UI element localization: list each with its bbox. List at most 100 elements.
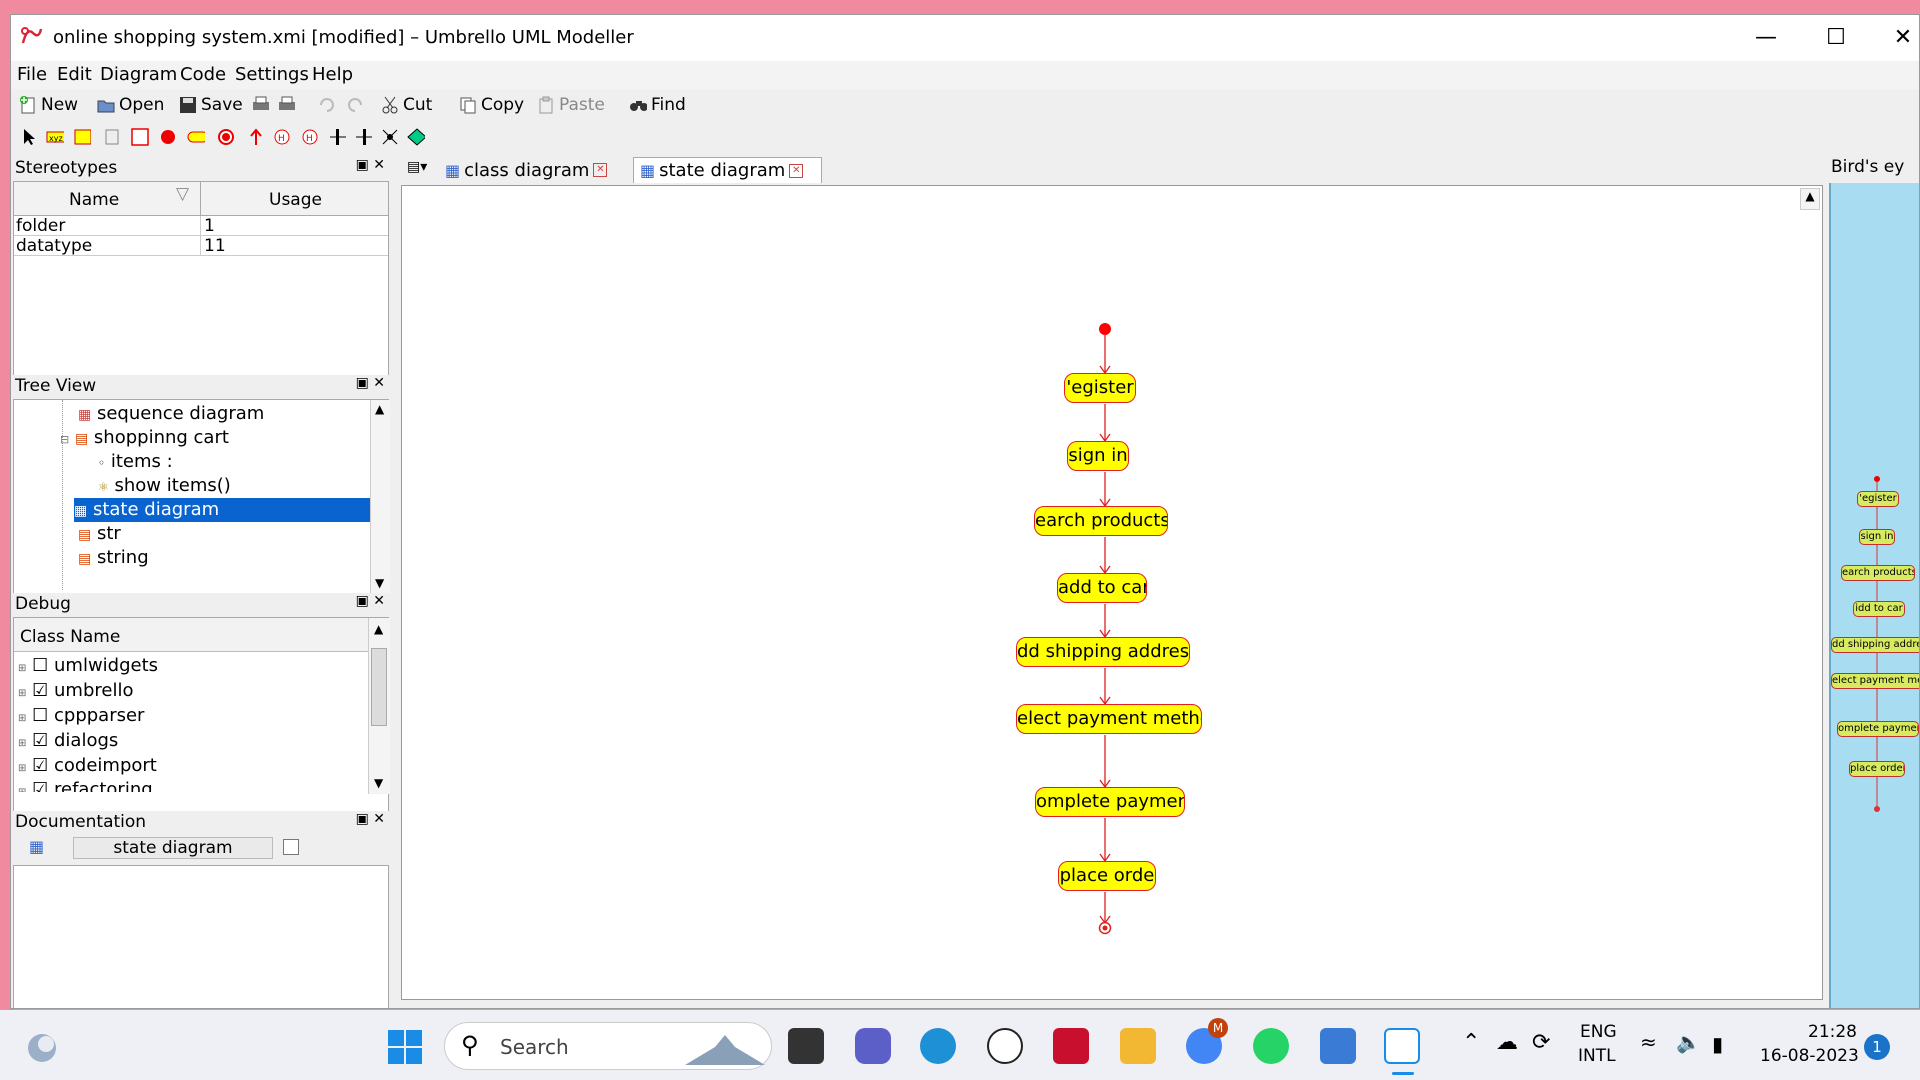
junction-icon[interactable] <box>381 128 399 146</box>
expand-icon[interactable]: ⊞ <box>18 787 26 792</box>
list-item[interactable]: ◦ items : <box>98 450 173 474</box>
photos-app-icon[interactable] <box>1320 1028 1356 1064</box>
chrome-icon[interactable]: M <box>1186 1018 1228 1064</box>
col-name-header[interactable]: Name <box>69 190 120 210</box>
new-button[interactable]: New <box>19 95 78 115</box>
checkbox-unchecked-icon[interactable]: ☐ <box>32 655 49 676</box>
state-icon[interactable] <box>187 128 205 146</box>
copy-button[interactable]: Copy <box>459 95 524 115</box>
onedrive-icon[interactable]: ☁ <box>1496 1030 1518 1055</box>
menu-settings[interactable]: Settings <box>235 64 309 85</box>
list-item[interactable]: ⊞ ☑ refactoring <box>18 778 153 792</box>
checkbox-checked-icon[interactable]: ☑ <box>32 680 49 701</box>
diagram-canvas[interactable]: ▲ 'egister sign in earch products add to… <box>401 185 1823 1000</box>
paste-button[interactable]: Paste <box>537 95 605 115</box>
dock-close-icon[interactable]: ▣ ✕ <box>355 811 385 827</box>
open-button[interactable]: Open <box>97 95 164 115</box>
tray-overflow-icon[interactable]: ⌃ <box>1462 1030 1481 1055</box>
list-item[interactable]: ▤ string <box>78 546 149 570</box>
col-usage-header[interactable]: Usage <box>269 190 322 210</box>
menu-file[interactable]: File <box>17 64 48 85</box>
anchor-icon[interactable] <box>103 128 121 146</box>
tree-scrollbar[interactable]: ▲ ▼ <box>370 400 390 594</box>
box-icon[interactable] <box>131 128 149 146</box>
umbrello-taskbar-icon[interactable] <box>1384 1028 1420 1064</box>
teams-chat-icon[interactable] <box>855 1028 891 1064</box>
collapse-icon[interactable]: ⊟ <box>60 433 70 446</box>
list-item[interactable]: ⊞ ☐ umlwidgets <box>18 654 158 678</box>
checkbox-unchecked-icon[interactable]: ☐ <box>32 705 49 726</box>
list-item[interactable]: ⚛ show items() <box>98 474 231 498</box>
scroll-down-icon[interactable]: ▼ <box>375 576 385 590</box>
clock-time[interactable]: 21:28 <box>1808 1022 1857 1042</box>
list-item[interactable]: ⊞ ☑ dialogs <box>18 729 118 753</box>
task-view-icon[interactable] <box>788 1028 824 1064</box>
checkbox-checked-icon[interactable]: ☑ <box>32 755 49 776</box>
initial-state[interactable] <box>1099 323 1111 335</box>
expand-icon[interactable]: ⊞ <box>18 713 27 724</box>
search-box[interactable]: ⚲ Search <box>444 1022 772 1070</box>
print-icon[interactable] <box>251 95 271 115</box>
history-deep-icon[interactable]: H <box>301 128 319 146</box>
note-icon[interactable] <box>73 128 91 146</box>
new-tab-menu-icon[interactable]: ▤▾ <box>407 159 428 175</box>
list-item[interactable]: ⊞ ☐ cppparser <box>18 704 144 728</box>
tab-class-diagram[interactable]: ▦ class diagram ✕ <box>445 157 608 183</box>
whatsapp-icon[interactable] <box>1253 1028 1289 1064</box>
menu-code[interactable]: Code <box>180 64 227 85</box>
sync-icon[interactable]: ⟳ <box>1532 1030 1551 1055</box>
state-select-payment-method[interactable]: elect payment metho <box>1016 704 1202 734</box>
wifi-icon[interactable]: ≈ <box>1640 1030 1657 1054</box>
fork-icon[interactable] <box>329 128 347 146</box>
state-register[interactable]: 'egister <box>1064 373 1136 403</box>
state-add-to-cart[interactable]: add to car <box>1057 573 1147 603</box>
choice-diamond-icon[interactable] <box>407 128 425 146</box>
documentation-textarea[interactable] <box>13 865 389 1008</box>
state-sign-in[interactable]: sign in <box>1067 441 1129 471</box>
list-item[interactable]: ⊟ ▤ shoppinng cart <box>60 426 229 450</box>
state-complete-payment[interactable]: omplete paymen <box>1035 787 1185 817</box>
expand-icon[interactable]: ⊞ <box>18 763 27 774</box>
scroll-thumb[interactable] <box>371 648 387 726</box>
edge-browser-icon[interactable] <box>920 1028 956 1064</box>
history-shallow-icon[interactable]: H <box>273 128 291 146</box>
list-item[interactable]: ▤ str <box>78 522 121 546</box>
language-indicator[interactable]: ENG <box>1580 1022 1617 1042</box>
speaker-muted-icon[interactable]: 🔈 <box>1676 1030 1701 1054</box>
redo-icon[interactable] <box>345 95 365 115</box>
list-item[interactable]: ⊞ ☑ codeimport <box>18 754 157 778</box>
scroll-up-icon[interactable]: ▲ <box>375 402 385 416</box>
tab-state-diagram[interactable]: ▦ state diagram ✕ <box>633 157 823 183</box>
menu-help[interactable]: Help <box>312 64 354 85</box>
table-row[interactable]: datatype 11 <box>14 236 388 256</box>
birdseye-view[interactable]: 'egister sign in earch products idd to c… <box>1829 183 1919 1008</box>
file-explorer-icon[interactable] <box>1120 1028 1156 1064</box>
print-preview-icon[interactable] <box>277 95 297 115</box>
class-name-header[interactable]: Class Name <box>20 627 121 647</box>
checkbox-checked-icon[interactable]: ☑ <box>32 730 49 751</box>
documentation-name-field[interactable]: state diagram <box>73 837 273 859</box>
dock-close-icon[interactable]: ▣ ✕ <box>355 375 385 391</box>
state-search-products[interactable]: earch products <box>1034 506 1168 536</box>
battery-icon[interactable]: ▮ <box>1712 1032 1724 1056</box>
menu-diagram[interactable]: Diagram <box>100 64 178 85</box>
scroll-up-icon[interactable]: ▲ <box>1800 188 1820 210</box>
tree-item-selected[interactable]: ▦ state diagram <box>74 498 370 522</box>
dock-close-icon[interactable]: ▣ ✕ <box>355 593 385 609</box>
scroll-up-icon[interactable]: ▲ <box>374 622 384 636</box>
weather-icon[interactable] <box>24 1030 60 1066</box>
close-window-button[interactable]: ✕ <box>1893 25 1913 50</box>
expand-icon[interactable]: ⊞ <box>18 663 27 674</box>
dock-close-icon[interactable]: ▣ ✕ <box>355 157 385 173</box>
initial-state-icon[interactable] <box>159 128 177 146</box>
select-arrow-icon[interactable] <box>21 128 39 146</box>
tab-close-icon[interactable]: ✕ <box>789 163 804 178</box>
mcafee-icon[interactable] <box>1053 1028 1089 1064</box>
find-button[interactable]: Find <box>629 95 686 115</box>
windows-start-icon[interactable] <box>386 1028 424 1066</box>
save-button[interactable]: Save <box>179 95 243 115</box>
state-add-shipping-address[interactable]: dd shipping addres <box>1016 637 1190 667</box>
minimize-button[interactable]: — <box>1755 25 1777 50</box>
cut-button[interactable]: Cut <box>381 95 432 115</box>
keyboard-layout-indicator[interactable]: INTL <box>1578 1046 1616 1066</box>
